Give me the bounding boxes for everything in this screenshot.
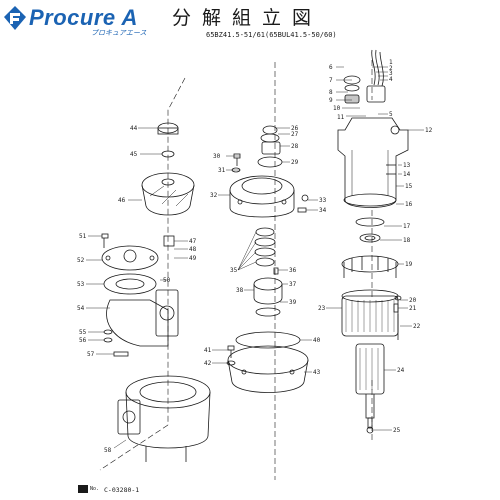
key-21 (393, 303, 399, 313)
part-label-26: 26 (291, 125, 299, 132)
part-label-45: 45 (130, 151, 138, 158)
part-label-23: 23 (318, 305, 326, 312)
part-label-47: 47 (189, 238, 197, 245)
part-label-38: 38 (236, 287, 244, 294)
o-ring (355, 217, 385, 227)
part-label-36: 36 (289, 267, 297, 274)
part-label-27: 27 (291, 131, 299, 138)
impeller (141, 172, 195, 216)
seal-housing (253, 277, 283, 317)
part-label-42: 42 (204, 360, 212, 367)
part-label-4: 4 (389, 76, 393, 83)
part-label-20: 20 (409, 297, 417, 304)
part-label-1: 1 (389, 59, 393, 66)
discharge-elbow (106, 289, 179, 347)
part-label-7: 7 (329, 77, 333, 84)
eye-bolt-33 (301, 194, 309, 202)
part-label-43: 43 (313, 369, 321, 376)
part-label-39: 39 (289, 299, 297, 306)
pump-casing (117, 375, 211, 462)
washer-56 (103, 337, 113, 343)
part-label-21: 21 (409, 305, 417, 312)
part-label-10: 10 (333, 105, 341, 112)
bolt-41 (227, 345, 235, 358)
part-label-5: 5 (389, 111, 393, 118)
part-label-29: 29 (291, 159, 299, 166)
part-label-55: 55 (79, 329, 87, 336)
part-label-31: 31 (218, 167, 226, 174)
part-label-53: 53 (77, 281, 85, 288)
drawing-number: C-03280-1 (104, 486, 140, 494)
part-label-48: 48 (189, 246, 197, 253)
part-label-37: 37 (289, 281, 297, 288)
part-label-2: 2 (389, 65, 393, 72)
key-36 (273, 267, 279, 275)
part-label-58: 58 (104, 447, 112, 454)
strainer-plate (103, 273, 157, 295)
part-label-19: 19 (405, 261, 413, 268)
part-label-25: 25 (393, 427, 401, 434)
logo-mark-icon (4, 6, 26, 30)
part-label-30: 30 (213, 153, 221, 160)
oil-seal (260, 125, 281, 155)
mechanical-seal (257, 156, 283, 168)
leader-lines (86, 66, 424, 449)
motor-frame (337, 117, 409, 208)
drawing-number-prefix: No. (90, 486, 100, 492)
part-label-14: 14 (403, 171, 411, 178)
part-label-17: 17 (403, 223, 411, 230)
part-label-54: 54 (77, 305, 85, 312)
part-label-24: 24 (397, 367, 405, 374)
part-label-57: 57 (87, 351, 95, 358)
snap-ring-20 (394, 295, 402, 301)
part-label-8: 8 (329, 89, 333, 96)
part-label-12: 12 (425, 127, 433, 134)
part-label-46: 46 (118, 197, 126, 204)
part-label-9: 9 (329, 97, 333, 104)
brand-sub: プロキュアエース (91, 29, 147, 37)
part-label-40: 40 (313, 337, 321, 344)
nut-55 (103, 329, 113, 335)
model-number: 65BZ41.5-51/61(65BUL41.5-50/60) (206, 31, 337, 39)
part-label-22: 22 (413, 323, 421, 330)
bearing (359, 233, 381, 243)
part-label-32: 32 (210, 192, 218, 199)
stator (341, 255, 399, 337)
procure-a-logo: Procure A プロキュアエース (3, 3, 163, 37)
bolt-51 (101, 233, 109, 248)
bolt-57 (113, 351, 129, 357)
part-label-35: 35 (230, 267, 238, 274)
part-label-49: 49 (189, 255, 197, 262)
nut-25 (366, 426, 374, 434)
part-label-15: 15 (405, 183, 413, 190)
impeller-nut (163, 235, 175, 247)
page-title: 分解組立図 (172, 7, 323, 29)
drawing-stamp-icon (78, 485, 88, 493)
flange-plate (101, 245, 159, 271)
part-label-56: 56 (79, 337, 87, 344)
bracket (229, 175, 295, 218)
shaft-sleeve-stack (254, 227, 276, 267)
pin-34 (297, 207, 307, 213)
brand-name: Procure A (29, 5, 138, 30)
casing-cover (227, 345, 309, 393)
part-label-50: 50 (163, 277, 171, 284)
part-label-3: 3 (389, 70, 393, 77)
part-label-6: 6 (329, 64, 333, 71)
part-label-16: 16 (405, 201, 413, 208)
part-label-13: 13 (403, 162, 411, 169)
rotor-shaft (355, 343, 385, 429)
part-label-33: 33 (319, 197, 327, 204)
part-label-51: 51 (79, 233, 87, 240)
part-label-28: 28 (291, 143, 299, 150)
part-label-41: 41 (204, 347, 212, 354)
part-number-labels: 1234567891011121314151617181920212223242… (77, 59, 433, 454)
part-label-18: 18 (403, 237, 411, 244)
part-label-52: 52 (77, 257, 85, 264)
part-label-44: 44 (130, 125, 138, 132)
part-label-34: 34 (319, 207, 327, 214)
part-label-11: 11 (337, 114, 345, 121)
